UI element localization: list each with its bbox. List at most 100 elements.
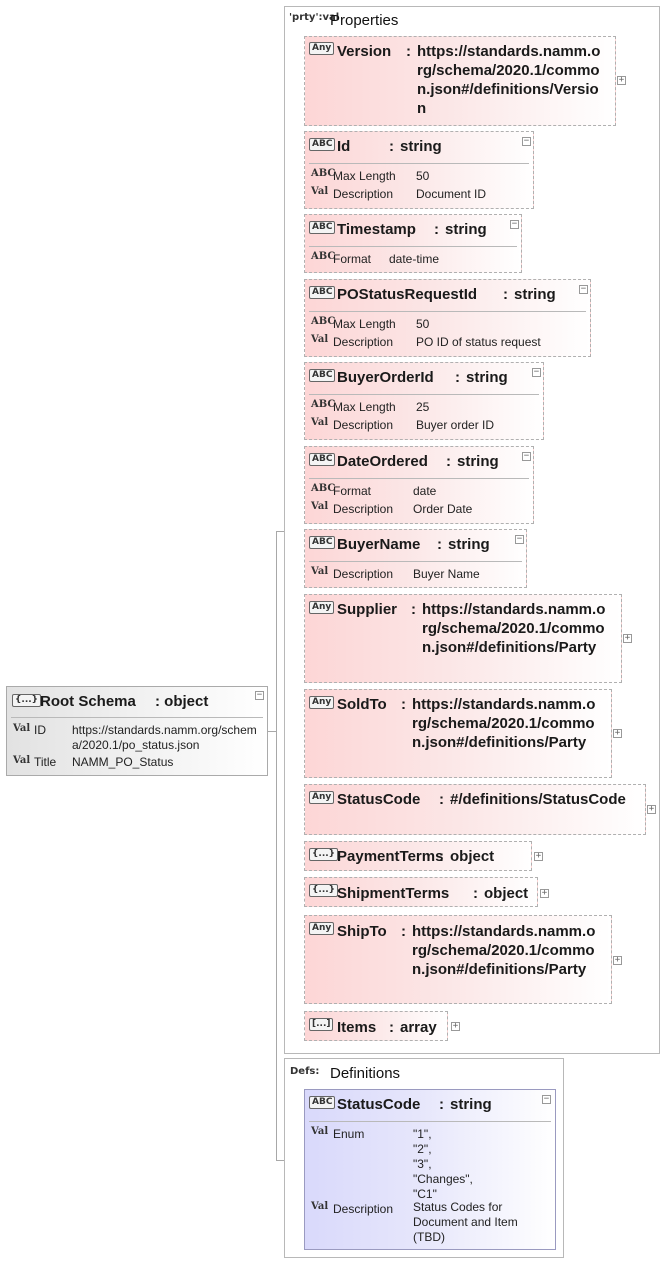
property-type: #/definitions/StatusCode bbox=[450, 791, 626, 808]
property-type: https://standards.namm.org/schema/2020.1… bbox=[412, 923, 596, 978]
collapse-icon[interactable]: − bbox=[542, 1094, 551, 1104]
type-separator: : bbox=[439, 791, 444, 808]
expand-icon[interactable]: + bbox=[647, 804, 656, 814]
property-divider bbox=[309, 561, 522, 562]
definition-type: string bbox=[450, 1096, 492, 1113]
property-name: Supplier bbox=[337, 601, 398, 618]
string-type-icon: ABC bbox=[309, 453, 336, 466]
property-name: PaymentTerms bbox=[337, 848, 444, 865]
property-paymentterms[interactable]: {...} PaymentTerms : object bbox=[304, 841, 532, 871]
definition-divider bbox=[309, 1121, 551, 1122]
facet-value: date-time bbox=[389, 252, 440, 266]
connector-to-properties bbox=[276, 531, 284, 532]
object-icon: {...} bbox=[309, 848, 339, 861]
property-buyername[interactable]: ABC BuyerName : string − Val Description… bbox=[304, 529, 527, 588]
facet-key: Description bbox=[333, 567, 394, 581]
facet-value: Document ID bbox=[416, 187, 487, 201]
any-type-icon: Any bbox=[309, 42, 335, 55]
property-type: https://standards.namm.org/schema/2020.1… bbox=[412, 696, 596, 751]
property-postatusrequestid[interactable]: ABC POStatusRequestId : string − ABC Max… bbox=[304, 279, 591, 357]
definition-name: StatusCode bbox=[337, 1096, 421, 1113]
string-type-icon: ABC bbox=[309, 138, 336, 151]
property-type: https://standards.namm.org/schema/2020.1… bbox=[417, 43, 601, 117]
property-type: https://standards.namm.org/schema/2020.1… bbox=[422, 601, 606, 656]
property-shipmentterms[interactable]: {...} ShipmentTerms : object bbox=[304, 877, 538, 907]
val-icon: Val bbox=[13, 755, 31, 766]
facet-key: Format bbox=[333, 484, 372, 498]
collapse-icon[interactable]: − bbox=[532, 367, 541, 377]
collapse-icon[interactable]: − bbox=[510, 219, 519, 229]
collapse-icon[interactable]: − bbox=[522, 451, 531, 461]
property-name: Id bbox=[337, 138, 351, 155]
facet-key: Description bbox=[333, 502, 394, 516]
facet-key: Description bbox=[333, 335, 394, 349]
collapse-icon[interactable]: − bbox=[579, 284, 588, 294]
string-type-icon: ABC bbox=[311, 316, 336, 327]
type-separator: : bbox=[439, 1096, 444, 1113]
expand-icon[interactable]: + bbox=[623, 633, 632, 643]
facet-value: Buyer Name bbox=[413, 567, 480, 581]
any-type-icon: Any bbox=[309, 601, 335, 614]
expand-icon[interactable]: + bbox=[617, 75, 626, 85]
collapse-icon[interactable]: − bbox=[255, 690, 264, 700]
collapse-icon[interactable]: − bbox=[522, 136, 531, 146]
string-type-icon: ABC bbox=[309, 1096, 336, 1109]
array-icon: [...] bbox=[309, 1018, 334, 1031]
property-type: string bbox=[445, 221, 487, 238]
string-type-icon: ABC bbox=[311, 251, 336, 262]
type-separator: : bbox=[401, 696, 406, 713]
any-type-icon: Any bbox=[309, 922, 335, 935]
property-type: array bbox=[400, 1019, 437, 1036]
type-separator: : bbox=[406, 43, 411, 60]
facet-key: Format bbox=[333, 252, 372, 266]
property-items[interactable]: [...] Items : array bbox=[304, 1011, 448, 1041]
facet-value: PO ID of status request bbox=[416, 335, 541, 349]
property-buyerorderid[interactable]: ABC BuyerOrderId : string − ABC Max Leng… bbox=[304, 362, 544, 440]
root-title-key: Title bbox=[34, 755, 57, 769]
type-separator: : bbox=[439, 848, 444, 865]
expand-icon[interactable]: + bbox=[540, 888, 549, 898]
facet-key: Max Length bbox=[333, 400, 396, 414]
property-timestamp[interactable]: ABC Timestamp : string − ABC Format date… bbox=[304, 214, 522, 273]
facet-key: Description bbox=[333, 187, 394, 201]
root-schema-title: Root Schema bbox=[40, 693, 136, 710]
root-divider bbox=[11, 717, 263, 718]
definition-statuscode[interactable]: ABC StatusCode : string − Val Enum "1", … bbox=[304, 1089, 556, 1250]
string-type-icon: ABC bbox=[311, 168, 336, 179]
type-separator: : bbox=[401, 923, 406, 940]
expand-icon[interactable]: + bbox=[451, 1021, 460, 1031]
val-icon: Val bbox=[311, 186, 329, 197]
expand-icon[interactable]: + bbox=[613, 955, 622, 965]
val-icon: Val bbox=[311, 566, 329, 577]
property-statuscode[interactable]: Any StatusCode : #/definitions/StatusCod… bbox=[304, 784, 646, 835]
property-name: ShipmentTerms bbox=[337, 885, 450, 902]
val-icon: Val bbox=[311, 417, 329, 428]
property-soldto[interactable]: Any SoldTo : https://standards.namm.org/… bbox=[304, 689, 612, 778]
val-icon: Val bbox=[311, 1126, 329, 1137]
property-name: Items bbox=[337, 1019, 377, 1036]
expand-icon[interactable]: + bbox=[534, 851, 543, 861]
property-shipto[interactable]: Any ShipTo : https://standards.namm.org/… bbox=[304, 915, 612, 1004]
property-dateordered[interactable]: ABC DateOrdered : string − ABC Format da… bbox=[304, 446, 534, 524]
facet-key: Max Length bbox=[333, 169, 396, 183]
connector-root-v bbox=[276, 531, 277, 1161]
val-icon: Val bbox=[311, 1201, 329, 1212]
property-divider bbox=[309, 311, 586, 312]
property-supplier[interactable]: Any Supplier : https://standards.namm.or… bbox=[304, 594, 622, 683]
string-type-icon: ABC bbox=[311, 483, 336, 494]
any-type-icon: Any bbox=[309, 791, 335, 804]
facet-key: Enum bbox=[333, 1127, 365, 1141]
property-name: DateOrdered bbox=[337, 453, 428, 470]
collapse-icon[interactable]: − bbox=[515, 534, 524, 544]
facet-value: 25 bbox=[416, 400, 430, 414]
facet-key: Description bbox=[333, 1202, 394, 1216]
expand-icon[interactable]: + bbox=[613, 728, 622, 738]
property-version[interactable]: Any Version : https://standards.namm.org… bbox=[304, 36, 616, 126]
property-id[interactable]: ABC Id : string − ABC Max Length 50 Val … bbox=[304, 131, 534, 209]
facet-key: Max Length bbox=[333, 317, 396, 331]
property-type: object bbox=[484, 885, 529, 902]
facet-value: 50 bbox=[416, 317, 430, 331]
root-schema-node[interactable]: {...} Root Schema : object − Val ID http… bbox=[6, 686, 268, 776]
type-separator: : bbox=[389, 1019, 394, 1036]
type-separator: : bbox=[434, 221, 439, 238]
